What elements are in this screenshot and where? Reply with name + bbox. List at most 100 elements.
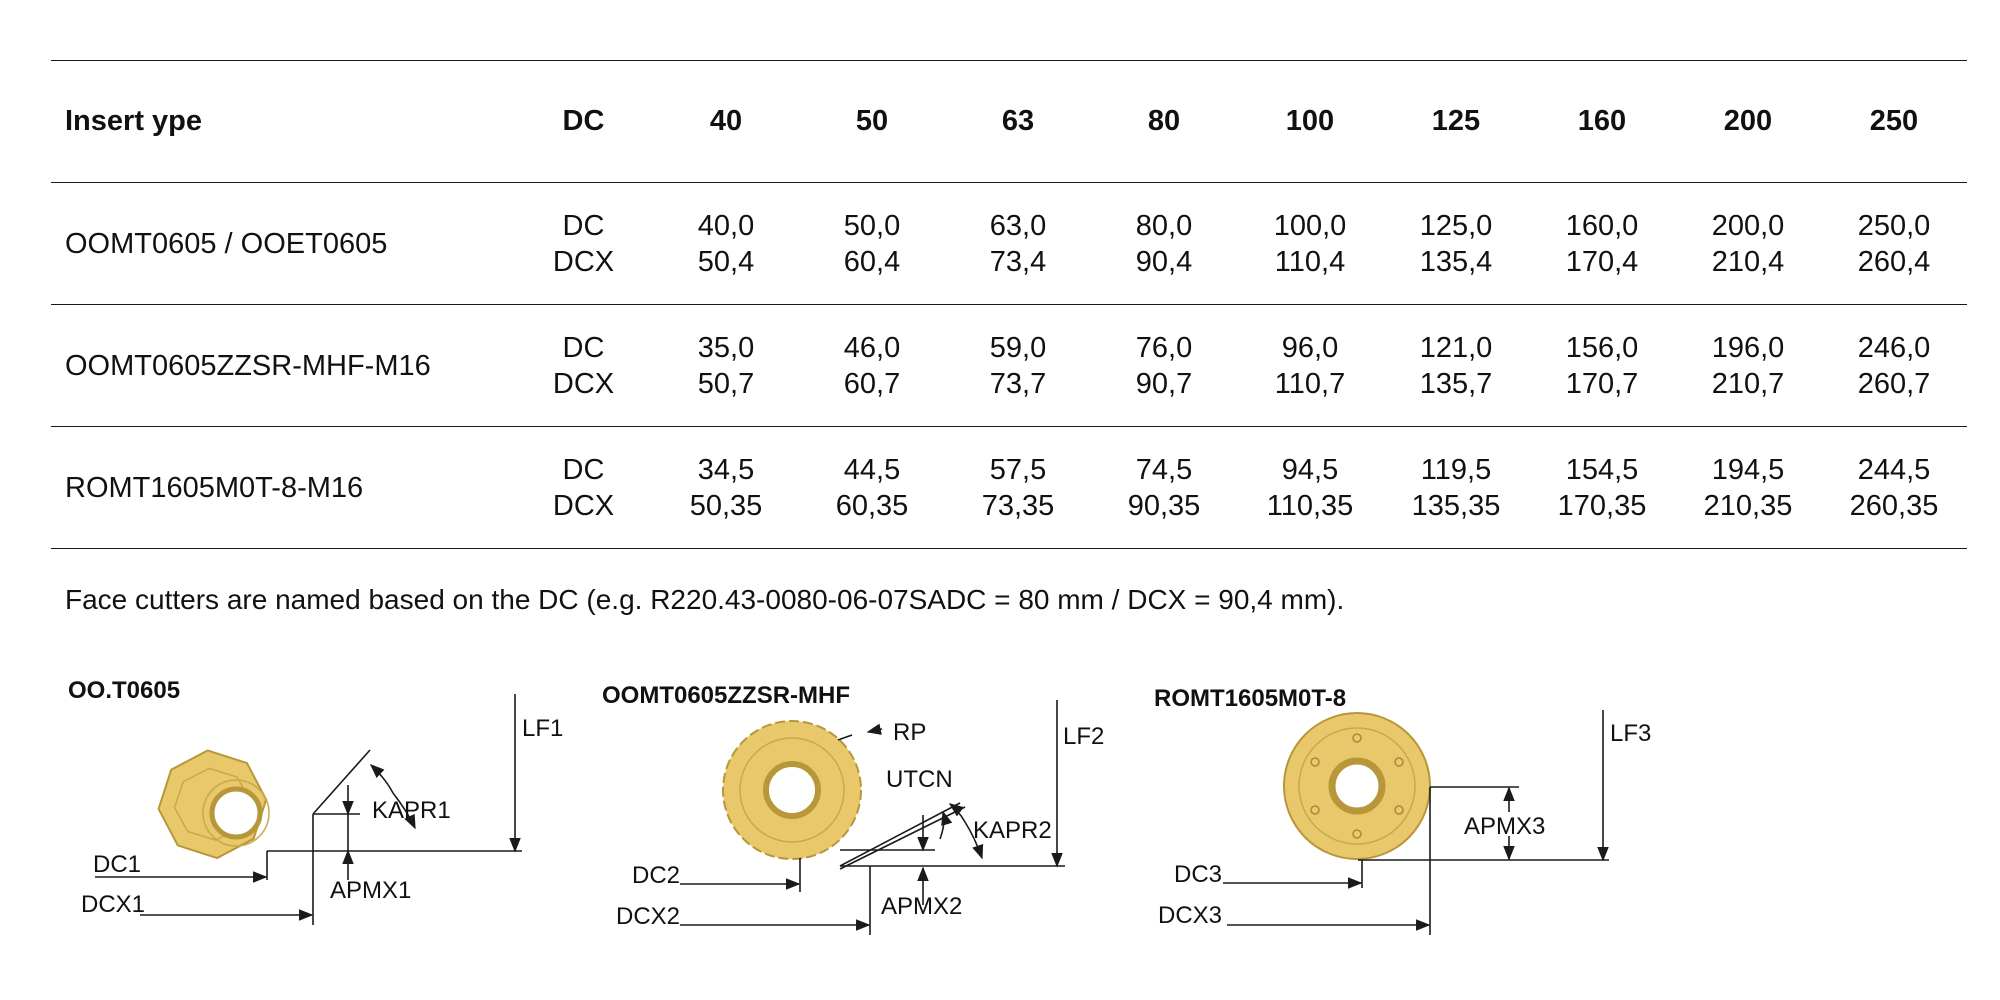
dc-value: 125,0: [1419, 209, 1493, 242]
dc-value: 194,5: [1711, 453, 1785, 486]
table-header-row: Insert ype DC 40 50 63 80 100 125 160 20…: [51, 60, 1967, 183]
dcx-value: 73,7: [989, 367, 1047, 400]
dc-value: 40,0: [697, 209, 755, 242]
dcx-value: 73,4: [989, 245, 1047, 278]
dc-value: 160,0: [1565, 209, 1639, 242]
dcx-value: 90,4: [1135, 245, 1193, 278]
dc-value: 94,5: [1281, 453, 1339, 486]
dc-value: 96,0: [1281, 331, 1339, 364]
insert-diagrams: OO.T0605 LF1 KAPR1 DC1 DCX1 APMX1 OOMT06…: [68, 677, 1651, 935]
dc-value: 57,5: [989, 453, 1047, 486]
dcx-value: 60,35: [835, 489, 909, 522]
diagram-title: OOMT0605ZZSR-MHF: [602, 682, 850, 709]
insert-type-cell: OOMT0605ZZSR-MHF-M16: [65, 349, 431, 382]
dc-label: DC: [562, 209, 605, 242]
diagram-title: OO.T0605: [68, 677, 180, 704]
diagram-oomt0605zzsr-mhf: OOMT0605ZZSR-MHF RP UTCN LF2 KAPR2 DC2 D…: [602, 682, 1104, 935]
dc-value: 34,5: [697, 453, 755, 486]
dcx-value: 50,7: [697, 367, 755, 400]
dcx-value: 260,4: [1857, 245, 1931, 278]
dcx-value: 50,35: [689, 489, 763, 522]
dc-value: 156,0: [1565, 331, 1639, 364]
column-header: 160: [1577, 105, 1627, 137]
column-header: 63: [1001, 105, 1035, 137]
note-text: Face cutters are named based on the DC (…: [65, 584, 1345, 615]
dcx-value: 90,7: [1135, 367, 1193, 400]
dcx-value: 50,4: [697, 245, 755, 278]
dcx-value: 60,4: [843, 245, 901, 278]
dcx-value: 210,7: [1711, 367, 1785, 400]
dc-value: 119,5: [1420, 453, 1492, 486]
column-header: 250: [1869, 105, 1919, 137]
dcx-value: 110,4: [1274, 245, 1346, 278]
column-header: DC: [562, 105, 605, 137]
dcx-value: 210,4: [1711, 245, 1785, 278]
diagram-title: ROMT1605M0T-8: [1154, 685, 1346, 712]
dcx2-label: DCX2: [616, 903, 680, 930]
dcx-value: 110,35: [1266, 489, 1354, 522]
dc-value: 200,0: [1711, 209, 1785, 242]
dc-value: 50,0: [843, 209, 901, 242]
dcx-value: 60,7: [843, 367, 901, 400]
dcx-value: 90,35: [1127, 489, 1201, 522]
dcx-value: 260,35: [1849, 489, 1939, 522]
rp-label: RP: [893, 719, 926, 746]
column-header: 125: [1431, 105, 1481, 137]
dc-value: 59,0: [989, 331, 1047, 364]
diagram-oo-t0605: OO.T0605 LF1 KAPR1 DC1 DCX1 APMX1: [68, 677, 563, 925]
dc-value: 35,0: [697, 331, 755, 364]
dcx-value: 170,4: [1565, 245, 1639, 278]
dcx-value: 73,35: [981, 489, 1055, 522]
insert-type-cell: OOMT0605 / OOET0605: [65, 227, 388, 260]
dc-value: 121,0: [1419, 331, 1493, 364]
dc-value: 46,0: [843, 331, 901, 364]
dcx3-label: DCX3: [1158, 902, 1222, 929]
dcx-value: 135,4: [1419, 245, 1493, 278]
dcx1-label: DCX1: [81, 891, 145, 918]
dc2-label: DC2: [632, 862, 680, 889]
column-header: 200: [1723, 105, 1773, 137]
dc-value: 244,5: [1857, 453, 1931, 486]
column-header: 40: [709, 105, 743, 137]
dc-value: 246,0: [1857, 331, 1931, 364]
dc-value: 76,0: [1135, 331, 1193, 364]
lf1-label: LF1: [522, 715, 563, 742]
kapr2-label: KAPR2: [973, 817, 1052, 844]
lf2-label: LF2: [1063, 723, 1104, 750]
dc-value: 100,0: [1273, 209, 1347, 242]
dimension-table-container: Insert ype DC 40 50 63 80 100 125 160 20…: [51, 60, 1967, 549]
dcx-value: 135,7: [1419, 367, 1493, 400]
insert-type-cell: ROMT1605M0T-8-M16: [65, 471, 364, 504]
dcx-label: DCX: [552, 367, 615, 400]
apmx3-label: APMX3: [1464, 813, 1545, 840]
